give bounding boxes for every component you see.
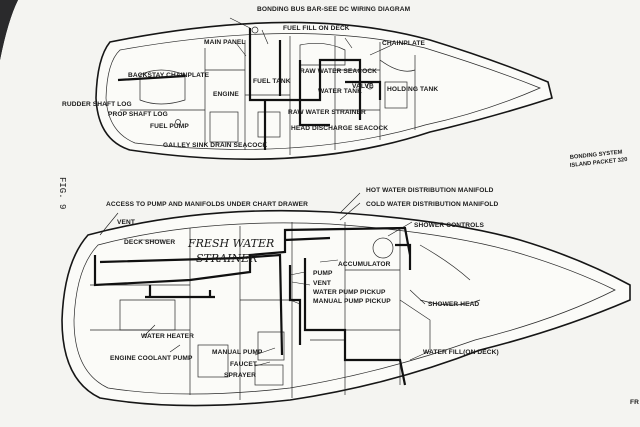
label-water-fill: WATER FILL(ON DECK) [423, 349, 499, 356]
label-water-tank: WATER TANK [318, 88, 362, 95]
label-rudder-shaft-log: RUDDER SHAFT LOG [62, 101, 132, 108]
label-cold-manifold: COLD WATER DISTRIBUTION MANIFOLD [366, 201, 499, 208]
bottom-hull-plan [61, 192, 631, 407]
top-hull-plan [95, 17, 553, 160]
label-raw-water-seacock: RAW WATER SEACOCK [300, 68, 377, 75]
handwritten-strainer: STRAINER [196, 252, 257, 265]
label-vent: VENT [313, 280, 331, 287]
label-water-heater: WATER HEATER [141, 333, 194, 340]
label-valve: VALVE [352, 83, 374, 90]
label-head-discharge-seacock: HEAD DISCHARGE SEACOCK [291, 125, 388, 132]
label-vent-top: VENT [117, 219, 135, 226]
handwritten-fresh-water: FRESH WATER [187, 237, 274, 250]
corner-text: FR [630, 399, 639, 406]
label-manual-pump-pickup: MANUAL PUMP PICKUP [313, 298, 391, 305]
label-raw-water-strainer: RAW WATER STRAINER [288, 109, 366, 116]
water-piping [93, 226, 412, 386]
label-manual-pump: MANUAL PUMP [212, 349, 263, 356]
label-hot-manifold: HOT WATER DISTRIBUTION MANIFOLD [366, 187, 494, 194]
label-pump: PUMP [313, 270, 333, 277]
caption-line-1: BONDING SYSTEM [570, 149, 623, 161]
paper-shadow [0, 0, 18, 60]
label-engine: ENGINE [213, 91, 239, 98]
label-fuel-pump: FUEL PUMP [150, 123, 189, 130]
top-labels: BONDING BUS BAR-SEE DC WIRING DIAGRAM MA… [62, 6, 438, 149]
label-water-pump-pickup: WATER PUMP PICKUP [313, 289, 386, 296]
label-engine-coolant-pump: ENGINE COOLANT PUMP [110, 355, 193, 362]
label-fuel-fill: FUEL FILL ON DECK [283, 25, 350, 32]
label-fuel-tank: FUEL TANK [253, 78, 291, 85]
label-prop-shaft-log: PROP SHAFT LOG [108, 111, 168, 118]
label-main-panel: MAIN PANEL [204, 39, 246, 46]
label-backstay-chainplate: BACKSTAY CHAINPLATE [128, 72, 210, 79]
label-deck-shower: DECK SHOWER [124, 239, 175, 246]
label-shower-controls: SHOWER CONTROLS [414, 222, 485, 229]
bonding-bus-title: BONDING BUS BAR-SEE DC WIRING DIAGRAM [257, 6, 411, 13]
label-galley-sink-drain-seacock: GALLEY SINK DRAIN SEACOCK [163, 142, 267, 149]
label-sprayer: SPRAYER [224, 372, 256, 379]
access-title: ACCESS TO PUMP AND MANIFOLDS UNDER CHART… [106, 201, 308, 208]
label-faucet: FAUCET [230, 361, 257, 368]
bottom-labels: ACCESS TO PUMP AND MANIFOLDS UNDER CHART… [106, 187, 499, 379]
top-bonding-wire [117, 28, 382, 150]
label-shower-head: SHOWER HEAD [428, 301, 479, 308]
label-chainplate: CHAINPLATE [382, 40, 426, 47]
label-accumulator: ACCUMULATOR [338, 261, 391, 268]
label-holding-tank: HOLDING TANK [387, 86, 438, 93]
figure-number: FIG. 9 [57, 177, 67, 209]
